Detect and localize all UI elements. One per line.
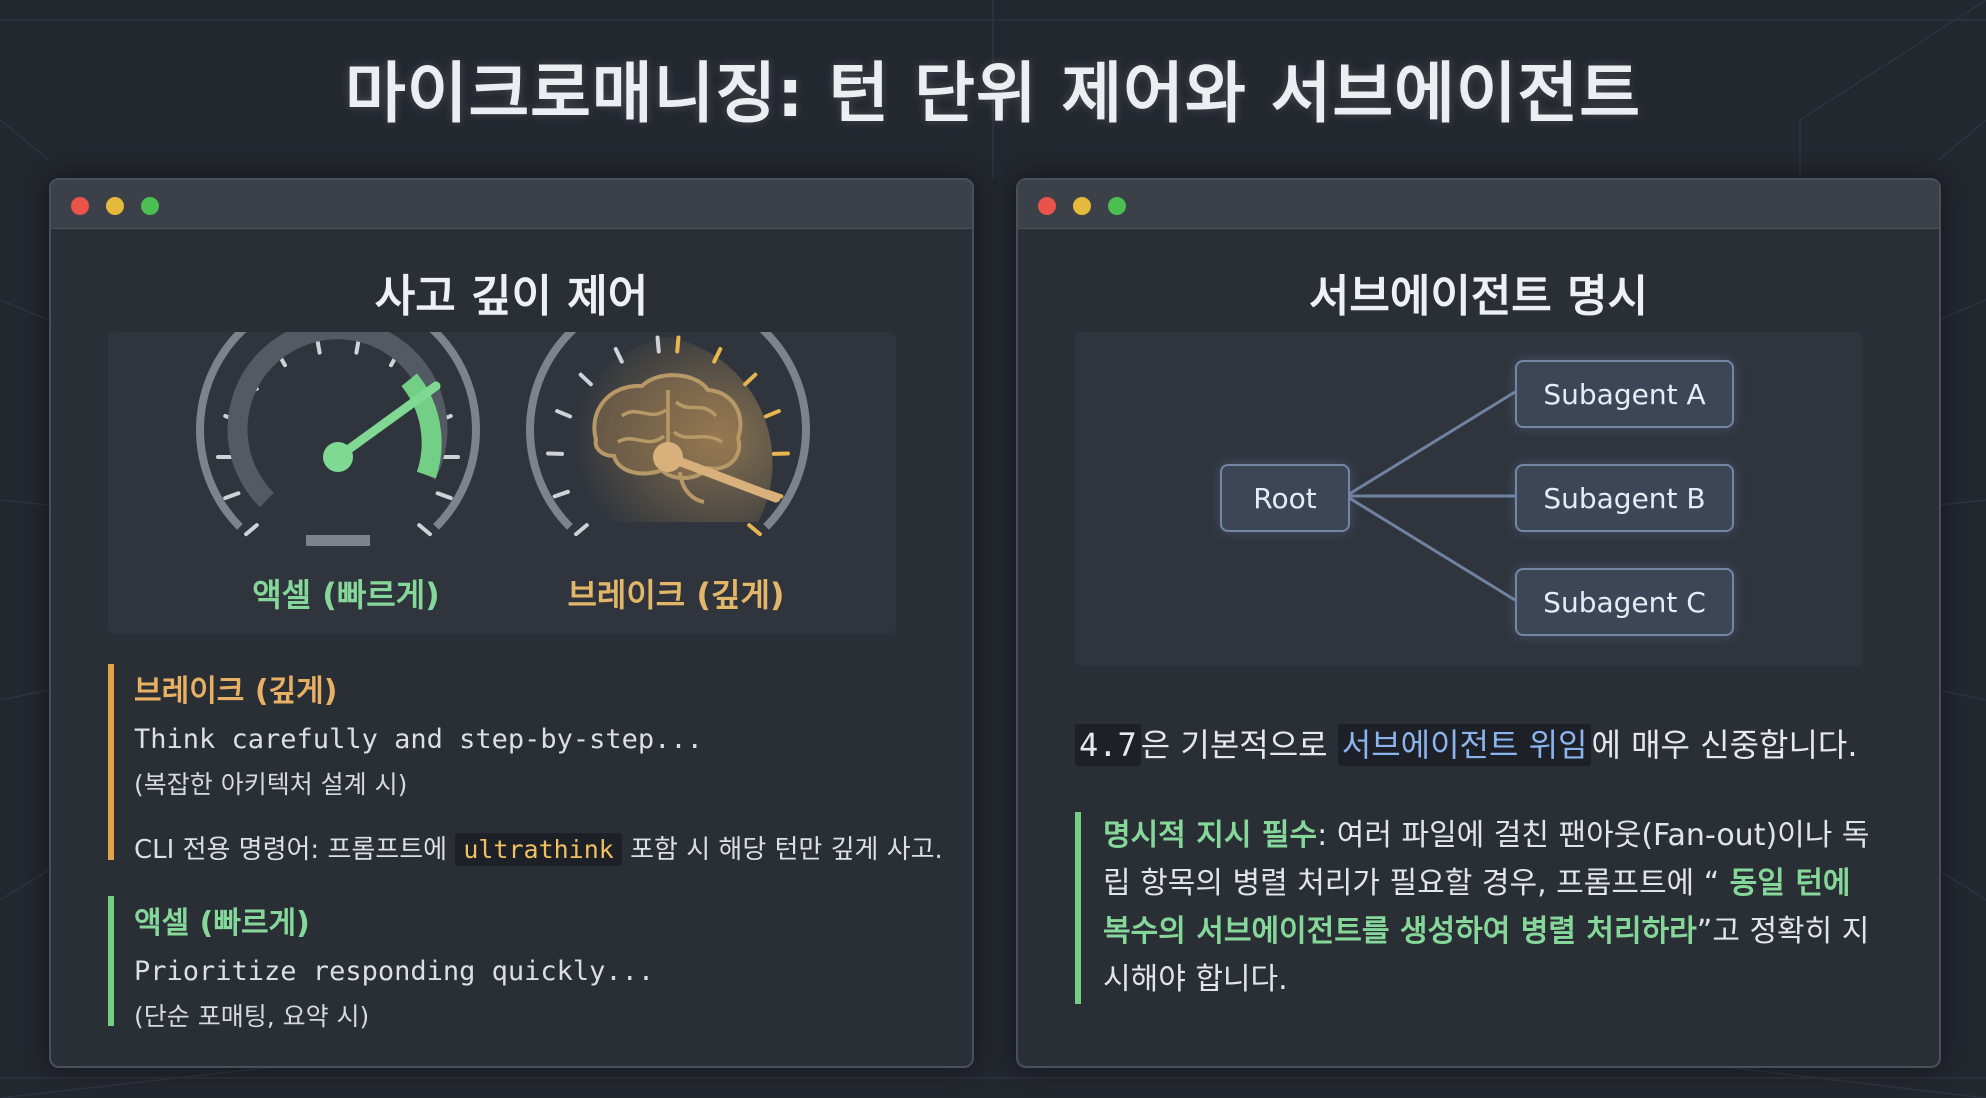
minimize-dot-icon[interactable]: [1073, 197, 1091, 215]
brake-use-case: (복잡한 아키텍처 설계 시): [134, 770, 408, 799]
gauge-tick: [712, 346, 723, 364]
panel-title: 서브에이전트 명시: [1308, 271, 1649, 322]
gauge-tick: [417, 523, 432, 537]
instruction-quote: 동일 턴에 복수의 서브에이전트를 생성하여 병렬 처리하라: [1103, 866, 1851, 949]
model-version: 4.7: [1075, 724, 1141, 766]
delegation-highlight: 서브에이전트 위임: [1337, 724, 1592, 766]
speedometer-icon: [196, 332, 480, 546]
accel-instruction-block: 액셀 (빠르게) Prioritize responding quickly..…: [108, 896, 954, 1031]
gauge-tick: [675, 335, 681, 354]
gauge-tick: [747, 523, 762, 537]
accel-gauge-label: 액셀 (빠르게): [252, 576, 440, 614]
accel-heading: 액셀 (빠르게): [134, 906, 310, 941]
explicit-instruction-block: 명시적 지시 필수: 여러 파일에 걸친 팬아웃(Fan-out)이나 독립 항…: [1075, 812, 1883, 1004]
gauge-tick: [574, 523, 589, 537]
brake-gauge-label: 브레이크 (깊게): [567, 576, 785, 614]
maximize-dot-icon[interactable]: [141, 197, 159, 215]
gauge-tick: [613, 346, 624, 364]
cli-suffix: 포함 시 해당 턴만 깊게 사고.: [621, 835, 943, 865]
gauge-tick: [578, 372, 593, 387]
window-titlebar: [51, 180, 972, 229]
close-dot-icon[interactable]: [71, 197, 89, 215]
gauge-tick: [763, 409, 781, 419]
page-title: 마이크로매니징: 턴 단위 제어와 서브에이전트: [345, 55, 1641, 132]
root-node: Root: [1220, 464, 1350, 532]
gauge-tick: [655, 335, 661, 354]
ultrathink-keyword: ultrathink: [455, 833, 622, 866]
brake-prompt-text: Think carefully and step-by-step...: [134, 724, 703, 755]
brake-instruction-block: 브레이크 (깊게) Think carefully and step-by-st…: [108, 664, 954, 866]
gauge-tick: [223, 491, 241, 501]
accel-prompt-text: Prioritize responding quickly...: [134, 956, 655, 987]
gauge-tick: [552, 489, 570, 499]
default-text-part1: 은 기본적으로: [1140, 726, 1338, 764]
accel-use-case: (단순 포매팅, 요약 시): [134, 1002, 370, 1031]
gauge-panel: 액셀 (빠르게) 브레이크 (깊게): [108, 332, 896, 634]
gauge-tick: [244, 523, 259, 537]
subagent-b-node: Subagent B: [1515, 464, 1734, 532]
instruction-text1: : 여러 파일에 걸친 팬아웃(Fan-out)이나 독립 항목의 병렬 처리가…: [1103, 818, 1870, 901]
instruction-text2: ”고 정확히 지시해야 합니다.: [1103, 914, 1870, 997]
window-titlebar: [1018, 180, 1939, 229]
minimize-dot-icon[interactable]: [106, 197, 124, 215]
subagent-c-node: Subagent C: [1515, 568, 1734, 636]
default-text-part2: 에 매우 신중합니다.: [1591, 726, 1858, 764]
subagent-tree-diagram: Root Subagent A Subagent B Subagent C: [1075, 332, 1863, 666]
instruction-lead: 명시적 지시 필수: [1103, 818, 1318, 853]
tree-connectors: [1345, 390, 1516, 602]
cli-command-note: CLI 전용 명령어: 프롬프트에 ultrathink 포함 시 해당 턴만 …: [134, 829, 954, 866]
panel-title: 사고 깊이 제어: [374, 271, 649, 322]
brain-gauge-icon: [526, 332, 810, 537]
subagent-window: 서브에이전트 명시 Root Subagent A Subagent B Sub…: [1016, 178, 1941, 1068]
brake-heading: 브레이크 (깊게): [134, 674, 338, 709]
gauge-tick: [435, 491, 453, 501]
thinking-depth-window: 사고 깊이 제어 액셀 (빠르게): [49, 178, 974, 1068]
cli-prefix: CLI 전용 명령어: 프롬프트에: [134, 835, 456, 865]
gauge-tick: [743, 372, 758, 387]
subagent-a-node: Subagent A: [1515, 360, 1734, 428]
gauge-tick: [555, 409, 573, 419]
maximize-dot-icon[interactable]: [1108, 197, 1126, 215]
close-dot-icon[interactable]: [1038, 197, 1056, 215]
